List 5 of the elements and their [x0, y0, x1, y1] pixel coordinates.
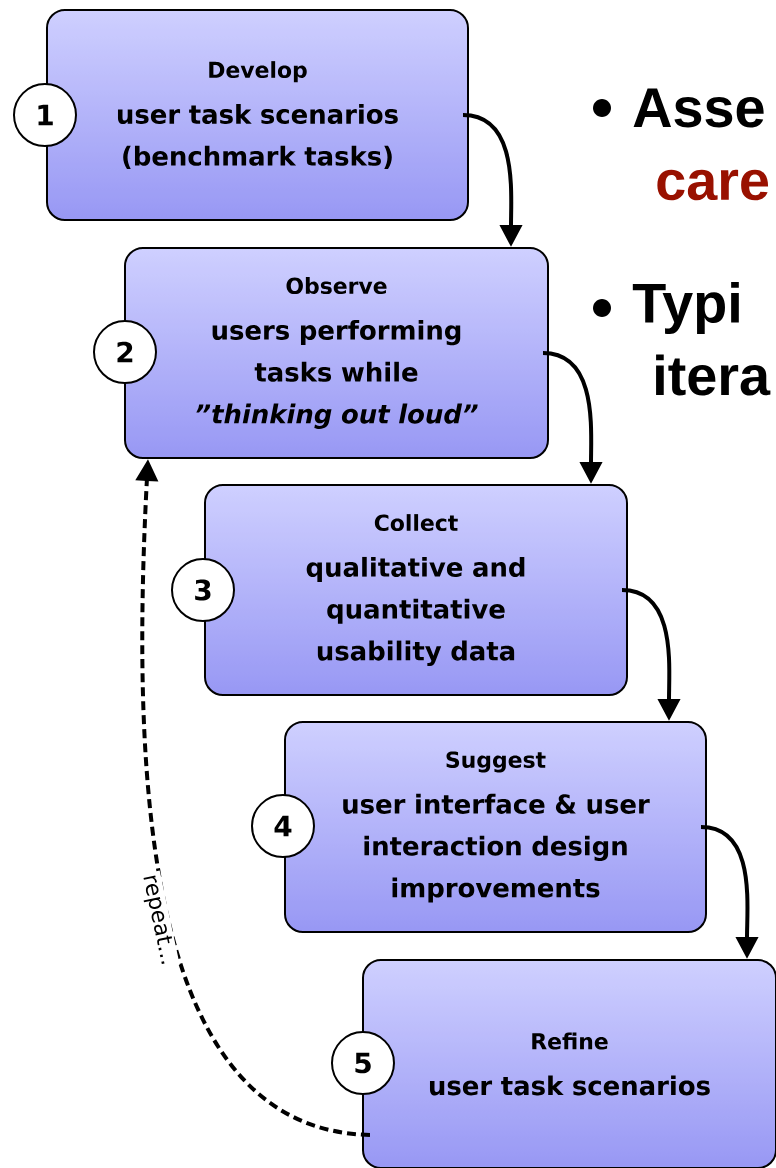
bullet-text: care	[657, 169, 769, 201]
edge-label: repeat...	[136, 870, 180, 970]
bullet-text: Asse	[633, 88, 764, 128]
bullet-text: Typi	[632, 282, 739, 334]
bullet-text: itera	[656, 354, 771, 396]
